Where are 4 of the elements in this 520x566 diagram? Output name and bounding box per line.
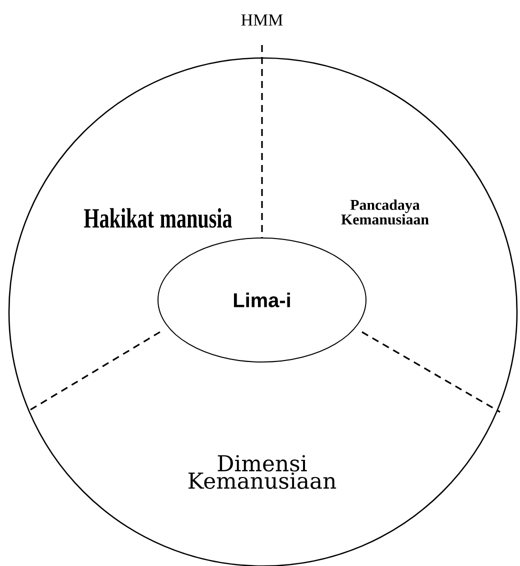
sector-label: Hakikat manusia <box>84 208 232 228</box>
title: HMM <box>241 14 283 26</box>
sector-label: Dimensi Kemanusiaan <box>188 455 336 489</box>
sector-label: Pancadaya Kemanusiaan <box>341 199 429 225</box>
